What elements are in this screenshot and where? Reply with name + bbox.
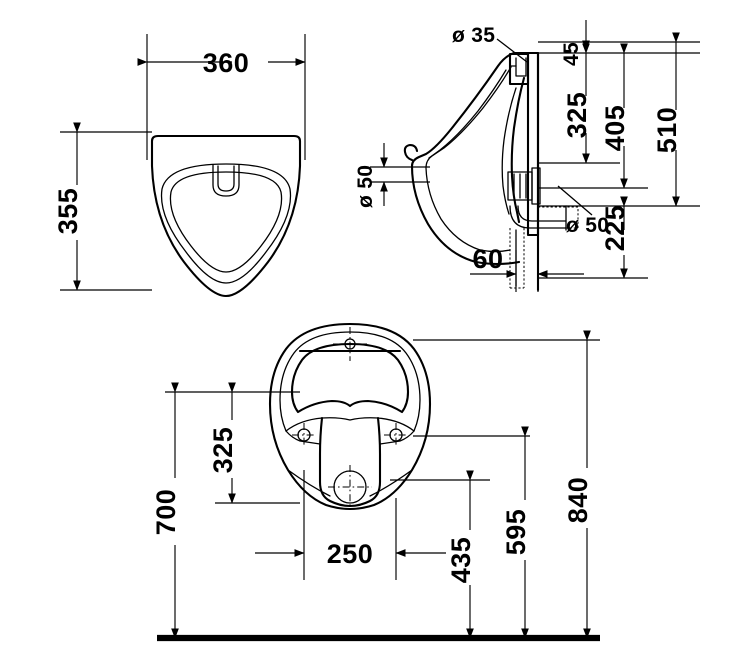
inlet-center-mark	[344, 338, 356, 350]
rear-label-435: 435	[446, 537, 476, 584]
front-view: 360 355	[53, 34, 306, 298]
front-inlet-nozzle-inner	[217, 165, 235, 192]
rear-shoulder-right	[379, 430, 415, 445]
side-trap-bend-inner	[517, 205, 567, 222]
side-label-60: 60	[472, 244, 503, 274]
rear-skirt	[287, 469, 413, 497]
side-left-diameter-label: ø 50	[354, 165, 377, 208]
side-rim-hook	[403, 143, 419, 162]
outlet-diameter-leader	[557, 185, 593, 216]
front-inlet-nozzle	[212, 164, 240, 197]
side-backplate	[526, 51, 540, 237]
rear-label-840: 840	[563, 477, 593, 524]
rear-aperture	[290, 342, 410, 414]
rear-label-250: 250	[327, 539, 374, 569]
side-label-325: 325	[562, 92, 592, 139]
front-bowl-outline	[150, 134, 302, 298]
side-inlet-bore	[515, 57, 527, 77]
rear-label-700: 700	[151, 489, 181, 536]
side-inlet-housing	[508, 52, 530, 86]
side-bowl-inner-profile-2	[428, 69, 507, 159]
side-trap-hidden	[538, 206, 579, 229]
side-label-45: 45	[560, 42, 583, 66]
side-view: ø 35 ø 50 ø 50 45 325 405 510	[354, 20, 700, 292]
side-drop-pipe	[509, 228, 525, 289]
inlet-diameter-leader	[496, 38, 528, 63]
rear-rim-outline	[279, 331, 421, 432]
front-height-label: 355	[53, 188, 83, 235]
outlet-diameter-label: ø 50	[566, 214, 609, 237]
rear-label-595: 595	[501, 509, 531, 556]
side-trap-bend	[509, 205, 567, 229]
side-bowl-outer-profile	[410, 51, 530, 266]
side-label-510: 510	[652, 107, 682, 154]
inlet-diameter-label: ø 35	[452, 24, 495, 47]
side-flange-seat	[531, 167, 541, 205]
side-bowl-inner-profile	[425, 66, 512, 253]
side-label-405: 405	[600, 105, 630, 152]
side-label-225: 225	[600, 205, 630, 252]
front-rim-outer	[160, 163, 292, 284]
rear-view: 700 325 250 435 595 840	[151, 322, 600, 642]
front-width-label: 360	[203, 48, 250, 78]
rear-shoulder-left	[285, 430, 321, 445]
side-drain-funnel-inner	[501, 87, 517, 215]
rear-drain-channel	[318, 416, 382, 508]
rear-label-325: 325	[208, 427, 238, 474]
side-drain-funnel	[510, 76, 526, 224]
front-bowl-inner	[169, 171, 283, 273]
